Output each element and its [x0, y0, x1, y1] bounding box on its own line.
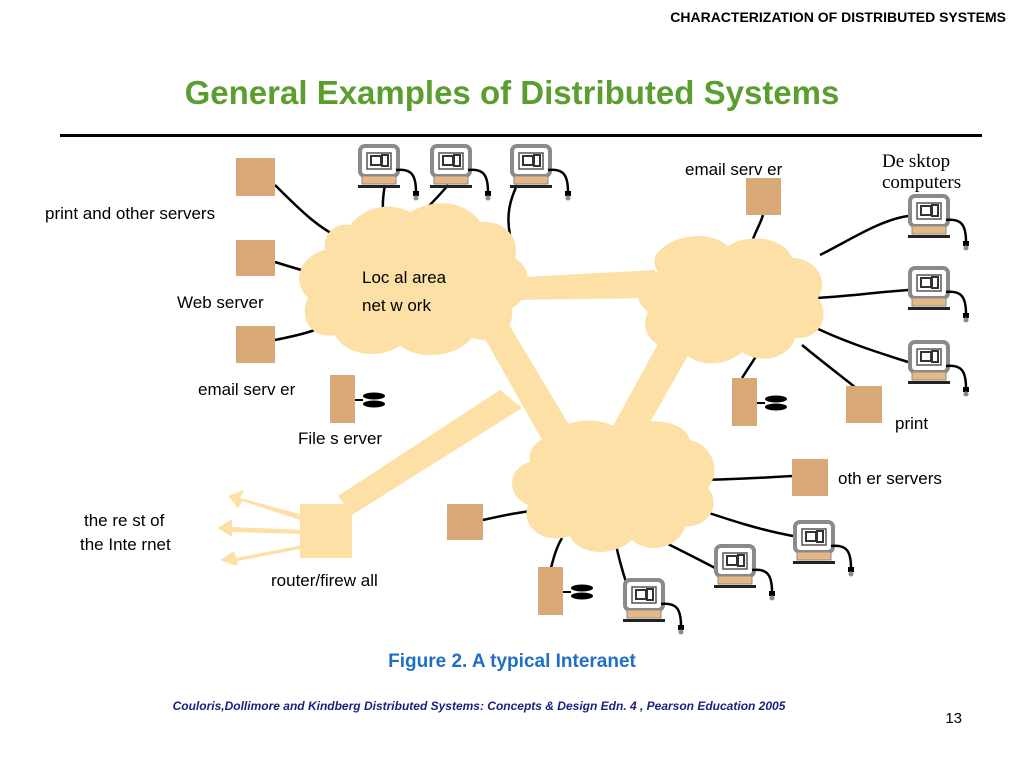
label-desktop-computers-1: De sktop	[882, 151, 951, 172]
label-rest-of-internet-2: the Inte rnet	[80, 535, 171, 554]
label-email-server-top: email serv er	[685, 160, 783, 179]
label-router-firewall: router/firew all	[271, 571, 378, 590]
label-file-server: File s erver	[298, 429, 383, 448]
email-server-box-top	[746, 178, 781, 215]
label-local-area-network-2: net w ork	[362, 296, 431, 315]
server-box-lower	[447, 504, 483, 540]
desktop-computer-icon	[712, 544, 777, 603]
desktop-computer-icon	[428, 144, 493, 203]
server-boxes	[236, 158, 882, 540]
desktop-computer-icon	[906, 194, 971, 253]
label-print-right: print	[895, 414, 929, 433]
desktop-computer-icon	[906, 266, 971, 325]
file-server-icon	[329, 374, 386, 424]
page-number: 13	[945, 710, 962, 727]
other-servers-box	[792, 459, 828, 496]
label-print-other-servers: print and other servers	[45, 204, 216, 223]
label-email-server-left: email serv er	[198, 380, 296, 399]
print-server-box-right	[846, 386, 882, 423]
slide-title: General Examples of Distributed Systems	[184, 74, 840, 111]
desktop-computer-icon	[508, 144, 573, 203]
web-server-box	[236, 240, 275, 276]
network-backbone	[218, 203, 824, 566]
label-local-area-network-1: Loc al area	[362, 268, 447, 287]
file-server-icon	[731, 377, 788, 427]
email-server-box-left	[236, 326, 275, 363]
label-web-server: Web server	[177, 293, 264, 312]
label-other-servers: oth er servers	[838, 469, 942, 488]
desktop-computer-icon	[621, 578, 686, 637]
desktop-computer-icon	[906, 340, 971, 399]
desktop-computer-icon	[356, 144, 421, 203]
print-server-box	[236, 158, 275, 196]
desktop-computer-icon	[791, 520, 856, 579]
label-rest-of-internet-1: the re st of	[84, 511, 165, 530]
figure-caption: Figure 2. A typical Interanet	[388, 651, 636, 672]
citation-footer: Couloris,Dollimore and Kindberg Distribu…	[172, 699, 786, 713]
title-divider	[60, 134, 982, 137]
slide-header: CHARACTERIZATION OF DISTRIBUTED SYSTEMS	[670, 9, 1006, 25]
label-desktop-computers-2: computers	[882, 172, 962, 193]
file-server-icon	[537, 566, 594, 616]
